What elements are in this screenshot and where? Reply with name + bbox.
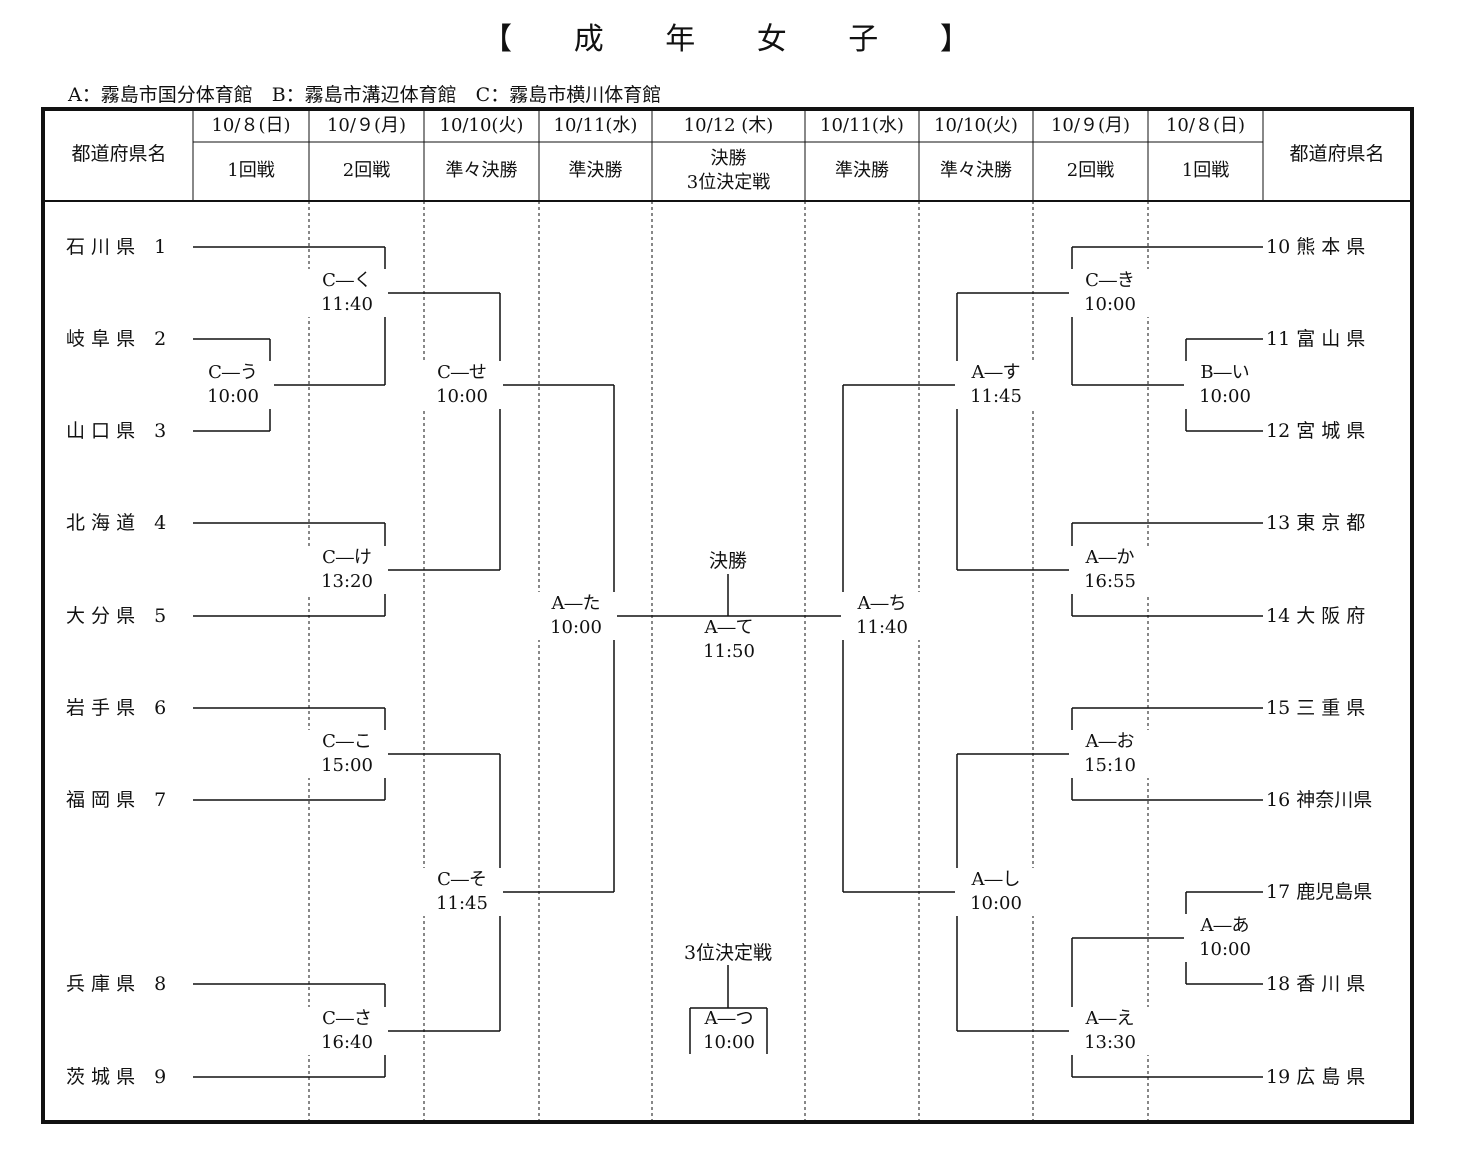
- team-right: 17 鹿児島県: [1266, 881, 1373, 903]
- bracket-frame: [41, 107, 1414, 1124]
- header-date: 10/11(水): [820, 115, 904, 136]
- team-right: 14 大 阪 府: [1266, 605, 1366, 627]
- header-date: 10/９(月): [1050, 115, 1130, 136]
- header-round: 決勝: [710, 148, 747, 169]
- team-right: 13 東 京 都: [1266, 512, 1366, 534]
- team-left: 岐 阜 県 2: [66, 328, 167, 350]
- team-left: 石 川 県 1: [66, 236, 167, 258]
- header-date: 10/８(日): [1165, 115, 1245, 136]
- team-left: 山 口 県 3: [66, 420, 167, 442]
- header-round-sub: 3位決定戦: [686, 172, 771, 193]
- header-round: 2回戦: [342, 160, 391, 181]
- header-round: 準決勝: [835, 160, 889, 181]
- team-right: 10 熊 本 県: [1266, 236, 1366, 258]
- team-left: 茨 城 県 9: [66, 1066, 167, 1088]
- header-round: 準々決勝: [940, 160, 1012, 181]
- header-pref-left: 都道府県名: [71, 143, 167, 165]
- header-date: 10/11(水): [553, 115, 638, 136]
- page-title: 【 成 年 女 子 】: [482, 22, 996, 57]
- team-right: 11 富 山 県: [1266, 328, 1366, 350]
- header-pref-right: 都道府県名: [1289, 143, 1385, 165]
- team-left: 福 岡 県 7: [66, 789, 167, 811]
- header-date: 10/10(火): [934, 115, 1018, 136]
- team-right: 16 神奈川県: [1266, 789, 1373, 811]
- team-left: 北 海 道 4: [66, 512, 167, 534]
- header-round: 2回戦: [1066, 160, 1115, 181]
- header-date: 10/８(日): [211, 115, 291, 136]
- team-right: 19 広 島 県: [1266, 1066, 1366, 1088]
- team-right: 12 宮 城 県: [1266, 420, 1366, 442]
- header-date: 10/９(月): [326, 115, 406, 136]
- final-label: 決勝: [708, 550, 747, 572]
- third-place-label: 3位決定戦: [683, 942, 773, 964]
- team-right: 18 香 川 県: [1266, 973, 1366, 995]
- team-left: 兵 庫 県 8: [66, 973, 167, 995]
- header-date: 10/12 (木): [683, 115, 774, 136]
- header-round: 1回戦: [1181, 160, 1230, 181]
- header-date: 10/10(火): [439, 115, 524, 136]
- header-round: 準決勝: [568, 160, 623, 181]
- team-left: 大 分 県 5: [66, 605, 167, 627]
- header-round: 1回戦: [227, 160, 275, 181]
- venue-legend: A：霧島市国分体育館 B：霧島市溝辺体育館 C：霧島市横川体育館: [68, 84, 662, 106]
- team-left: 岩 手 県 6: [66, 697, 167, 719]
- header-round: 準々決勝: [445, 160, 518, 181]
- team-right: 15 三 重 県: [1266, 697, 1366, 719]
